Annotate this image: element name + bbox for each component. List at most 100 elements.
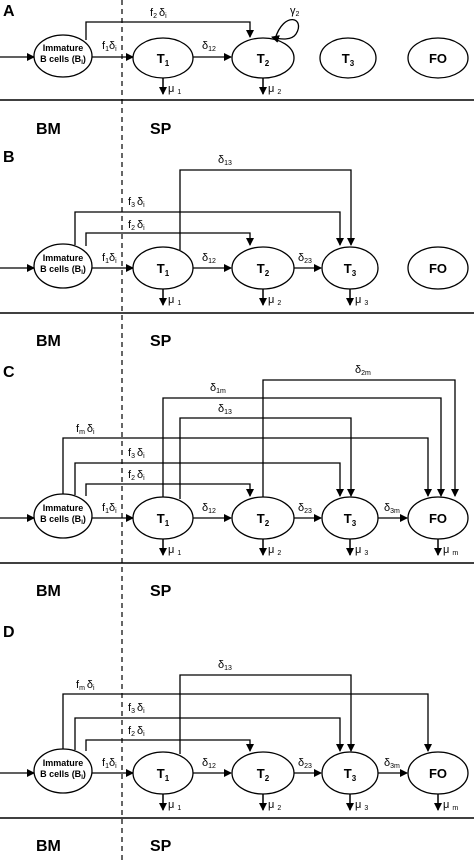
svg-text:T3: T3 — [344, 766, 357, 783]
node-fo: FO — [407, 246, 469, 290]
panel-letter: B — [3, 149, 15, 166]
label-delta-12: δ12 — [202, 502, 216, 515]
panel-letter: A — [3, 3, 15, 20]
node-t2: T2 — [231, 37, 295, 79]
svg-text:B cells (BI): B cells (BI) — [40, 264, 86, 276]
svg-text:FO: FO — [429, 766, 447, 781]
edge-t1-t3-bypass — [179, 674, 355, 754]
node-immature-b-cells: Immature B cells (BI) — [33, 243, 93, 289]
panel-b: B BM SP Immature B cells (BI) f1δi T1 δ1… — [0, 149, 474, 350]
region-label-bm: BM — [36, 333, 61, 350]
edge-t1-fo-bypass — [162, 397, 445, 497]
label-delta-12: δ12 — [202, 757, 216, 770]
region-label-bm: BM — [36, 121, 61, 138]
label-delta-2m: δ2m — [355, 364, 371, 377]
label-delta-12: δ12 — [202, 40, 216, 53]
panel-c: C BM SP Immature B cells (BI) f1δi T1 δ1… — [0, 364, 474, 600]
node-t3: T3 — [321, 246, 379, 290]
region-label-sp: SP — [150, 583, 172, 600]
edge-bi-t3-bypass — [74, 717, 344, 752]
svg-text:T3: T3 — [344, 511, 357, 528]
svg-text:B cells (BI): B cells (BI) — [40, 514, 86, 526]
edge-bi-t3-bypass — [74, 462, 344, 497]
region-label-sp: SP — [150, 838, 172, 855]
label-delta-23: δ23 — [298, 757, 312, 770]
panel-letter: D — [3, 624, 15, 641]
edge-t1-t3-bypass — [179, 417, 355, 499]
node-t1: T1 — [132, 751, 194, 795]
svg-text:T2: T2 — [257, 511, 270, 528]
panel-a: A BM SP Immature B cells (BI) f1δi T1 δ1… — [0, 3, 474, 138]
svg-text:T3: T3 — [344, 261, 357, 278]
node-fo: FO — [407, 496, 469, 540]
label-delta-13: δ13 — [218, 154, 232, 167]
region-label-sp: SP — [150, 333, 172, 350]
node-t3: T3 — [319, 37, 377, 79]
svg-text:T1: T1 — [157, 261, 170, 278]
label-delta-3m: δ3m — [384, 757, 400, 770]
svg-text:FO: FO — [429, 51, 447, 66]
label-delta-23: δ23 — [298, 252, 312, 265]
label-f1-delta-i: f1δi — [102, 757, 117, 770]
label-delta-23: δ23 — [298, 502, 312, 515]
svg-text:T2: T2 — [257, 766, 270, 783]
edge-bi-fo-bypass — [62, 693, 432, 752]
svg-text:T3: T3 — [342, 51, 355, 68]
region-label-bm: BM — [36, 583, 61, 600]
svg-text:FO: FO — [429, 511, 447, 526]
node-immature-b-cells: Immature B cells (BI) — [33, 748, 93, 794]
edge-bi-t2-bypass — [85, 739, 254, 752]
region-label-sp: SP — [150, 121, 172, 138]
svg-text:T2: T2 — [257, 51, 270, 68]
panel-letter: C — [3, 364, 15, 381]
edge-bi-t2-bypass — [85, 483, 254, 497]
node-fo: FO — [407, 37, 469, 79]
edge-t1-t3-bypass — [179, 169, 355, 250]
node-t2: T2 — [231, 246, 295, 290]
label-delta-12: δ12 — [202, 252, 216, 265]
svg-text:Immature: Immature — [43, 43, 84, 53]
svg-text:T1: T1 — [157, 511, 170, 528]
node-t2: T2 — [231, 751, 295, 795]
node-t1: T1 — [132, 496, 194, 540]
edge-bi-t2-bypass — [85, 21, 254, 40]
node-t3: T3 — [321, 496, 379, 540]
edge-bi-t3-bypass — [74, 211, 344, 246]
svg-text:Immature: Immature — [43, 253, 84, 263]
edge-bi-fo-bypass — [62, 437, 432, 497]
node-t1: T1 — [132, 246, 194, 290]
node-fo: FO — [407, 751, 469, 795]
label-delta-13: δ13 — [218, 403, 232, 416]
node-immature-b-cells: Immature B cells (BI) — [33, 493, 93, 539]
label-delta-1m: δ1m — [210, 382, 226, 395]
node-t1: T1 — [132, 37, 194, 79]
edge-t2-self-loop — [271, 19, 300, 43]
label-f1-delta-i: f1δi — [102, 502, 117, 515]
node-t3: T3 — [321, 751, 379, 795]
label-delta-13: δ13 — [218, 659, 232, 672]
label-delta-3m: δ3m — [384, 502, 400, 515]
svg-text:Immature: Immature — [43, 503, 84, 513]
svg-text:T1: T1 — [157, 766, 170, 783]
